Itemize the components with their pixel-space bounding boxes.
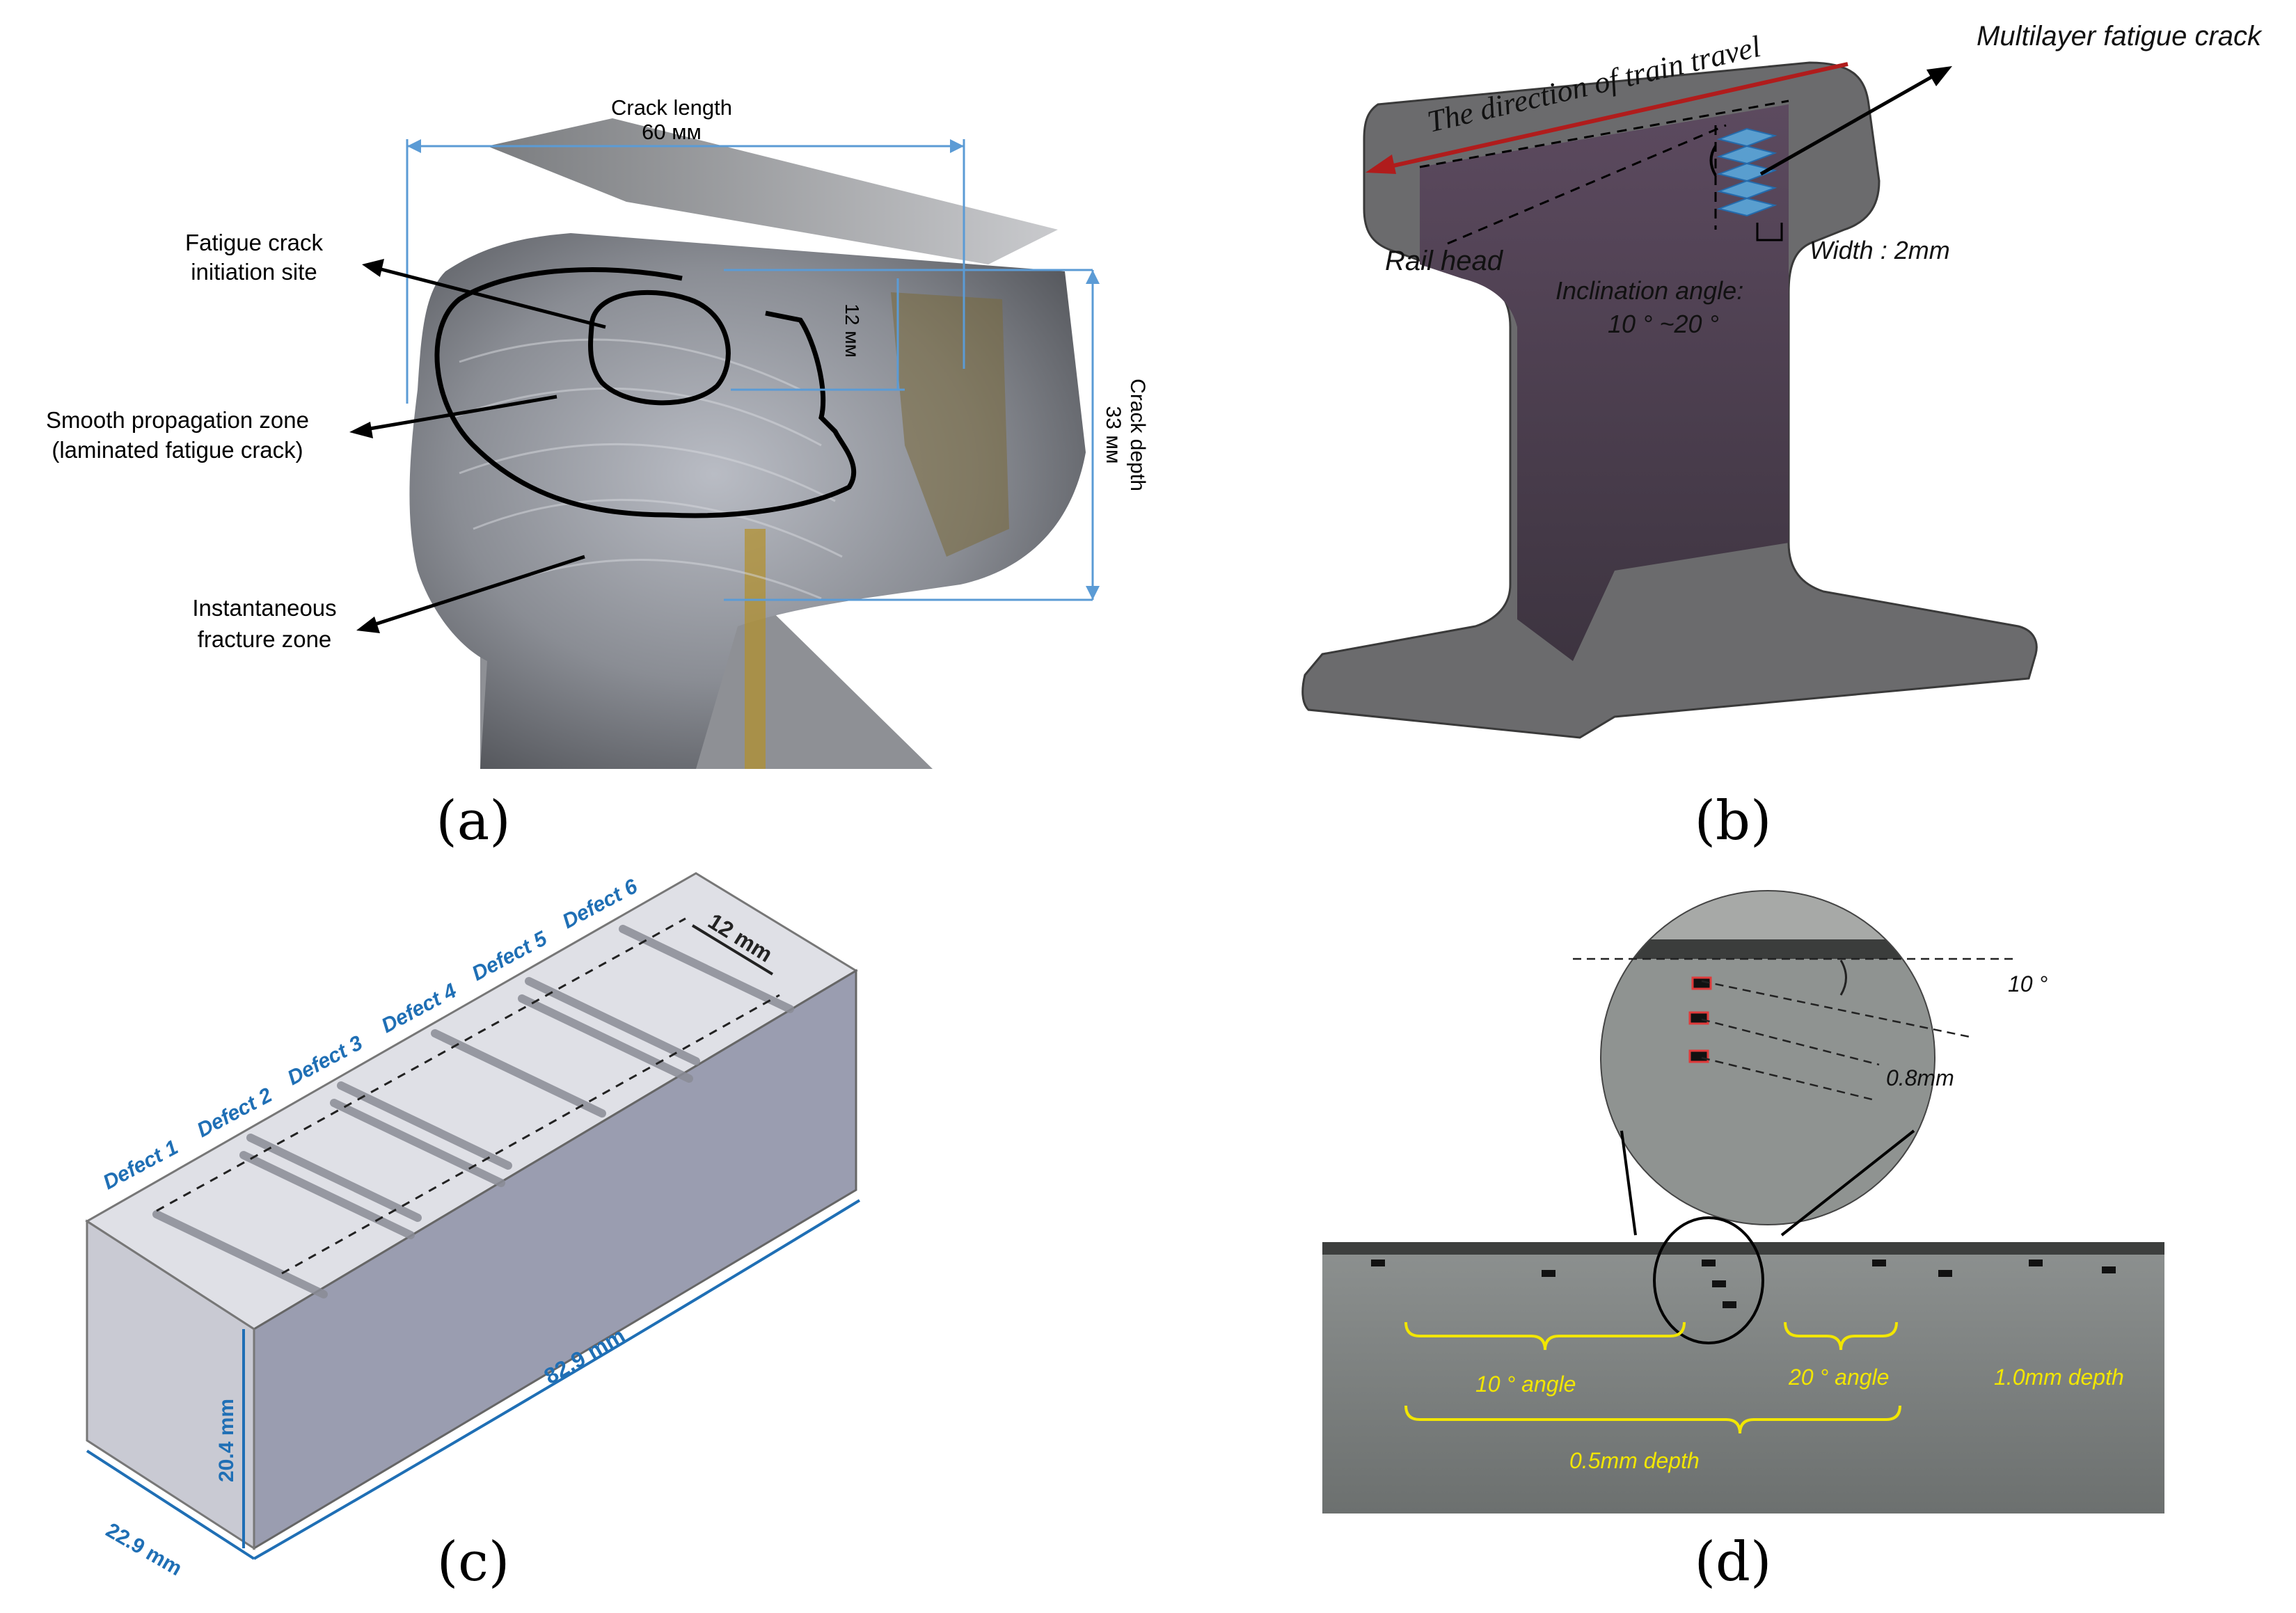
dimension-arrowheads (407, 139, 1100, 600)
crack-length-label: Crack length (611, 95, 732, 120)
zoom-source-ellipse (1653, 1216, 1764, 1344)
angle10-label: 10 ° angle (1475, 1372, 1576, 1397)
smooth-label-2: (laminated fatigue crack) (52, 437, 303, 463)
spacing-dimension (691, 924, 774, 976)
yellow-braces (1404, 1321, 1901, 1434)
panel-d: 10 ° 0.8mm 10 ° angle 20 ° ang (1183, 856, 2296, 1610)
zoom-guide-lines (1573, 958, 2018, 1101)
rail-web-cut (1420, 104, 1789, 661)
smooth-label-1: Smooth propagation zone (46, 407, 309, 433)
zoom-defects (1688, 976, 1712, 1063)
caption-a: (a) (436, 790, 511, 852)
micrograph-top-edge (1322, 1242, 2164, 1255)
block-end-face (86, 1219, 255, 1550)
panel-d-figure: 10 ° 0.8mm 10 ° angle 20 ° ang (1322, 890, 2164, 1513)
direction-arrow-line (1377, 62, 1848, 171)
instant-label-1: Instantaneous (192, 595, 336, 621)
height-label: 20.4 mm (215, 1399, 238, 1482)
defect-slots (152, 925, 794, 1298)
initiation-label-2: initiation site (191, 259, 317, 285)
direction-arrowhead (1365, 154, 1396, 174)
caption-c: (c) (436, 1531, 510, 1594)
panel-a: Crack length 60 мм 12 мм Crack depth 33 … (0, 0, 1183, 852)
instant-label-2: fracture zone (198, 626, 332, 652)
propagation-boundary (434, 267, 857, 518)
width-label: Width : 2mm (1810, 236, 1950, 264)
zoom-depth-label: 0.8mm (1886, 1065, 1954, 1090)
initiation-ellipse (588, 289, 731, 406)
caption-d: (d) (1694, 1531, 1772, 1594)
panel-c-figure: Defect 1 Defect 2 Defect 3 Defect 4 Defe… (85, 872, 861, 1580)
block-dimension-lines (86, 1199, 861, 1560)
caption-b: (b) (1694, 790, 1772, 852)
inclination-label-1: Inclination angle: (1555, 276, 1743, 305)
zoom-connectors (1620, 1129, 1915, 1237)
dimension-lines (406, 139, 1094, 601)
multilayer-pointer (1759, 73, 1936, 176)
rail-top-surface (487, 118, 1058, 264)
zoom-circle-outline (1600, 890, 1935, 1225)
panel-c: Defect 1 Defect 2 Defect 3 Defect 4 Defe… (0, 856, 1183, 1610)
multilayer-crack-stack (1716, 127, 1778, 217)
zoom-angle-arc (1839, 960, 1847, 996)
panel-a-figure: Crack length 60 мм 12 мм Crack depth 33 … (46, 95, 1149, 769)
guide-lines (1419, 100, 1789, 245)
crack-depth-label: Crack depth (1126, 379, 1149, 491)
rust-zone (891, 292, 1009, 557)
width-label-c: 22.9 mm (102, 1518, 186, 1580)
small-depth-label: 12 мм (841, 303, 863, 357)
zoom-angle-label: 10 ° (2008, 971, 2048, 996)
callout-arrows (361, 266, 606, 628)
initiation-label-1: Fatigue crack (185, 230, 324, 255)
zoom-circle (1601, 891, 1935, 1225)
depth05-label: 0.5mm depth (1569, 1448, 1700, 1473)
panel-b-figure: The direction of train travel Multilayer… (1301, 21, 2263, 739)
rust-streak (745, 529, 766, 769)
inclination-arc (1709, 145, 1717, 177)
panel-b: The direction of train travel Multilayer… (1183, 0, 2296, 852)
depth10-label: 1.0mm depth (1994, 1365, 2124, 1390)
multilayer-label: Multilayer fatigue crack (1977, 21, 2263, 51)
callout-arrowheads (349, 259, 384, 633)
crack-length-value: 60 мм (642, 120, 702, 144)
multilayer-pointer-head (1926, 66, 1952, 86)
micrograph-strip (1322, 1242, 2164, 1513)
angle20-label: 20 ° angle (1788, 1365, 1889, 1390)
inclination-label-2: 10 ° ~20 ° (1608, 310, 1719, 338)
slot-centerlines (156, 917, 780, 1275)
strip-defects (1371, 1260, 2116, 1308)
rail-head-label: Rail head (1385, 246, 1504, 276)
width-bracket (1756, 223, 1783, 241)
crack-depth-value: 33 мм (1102, 406, 1125, 464)
